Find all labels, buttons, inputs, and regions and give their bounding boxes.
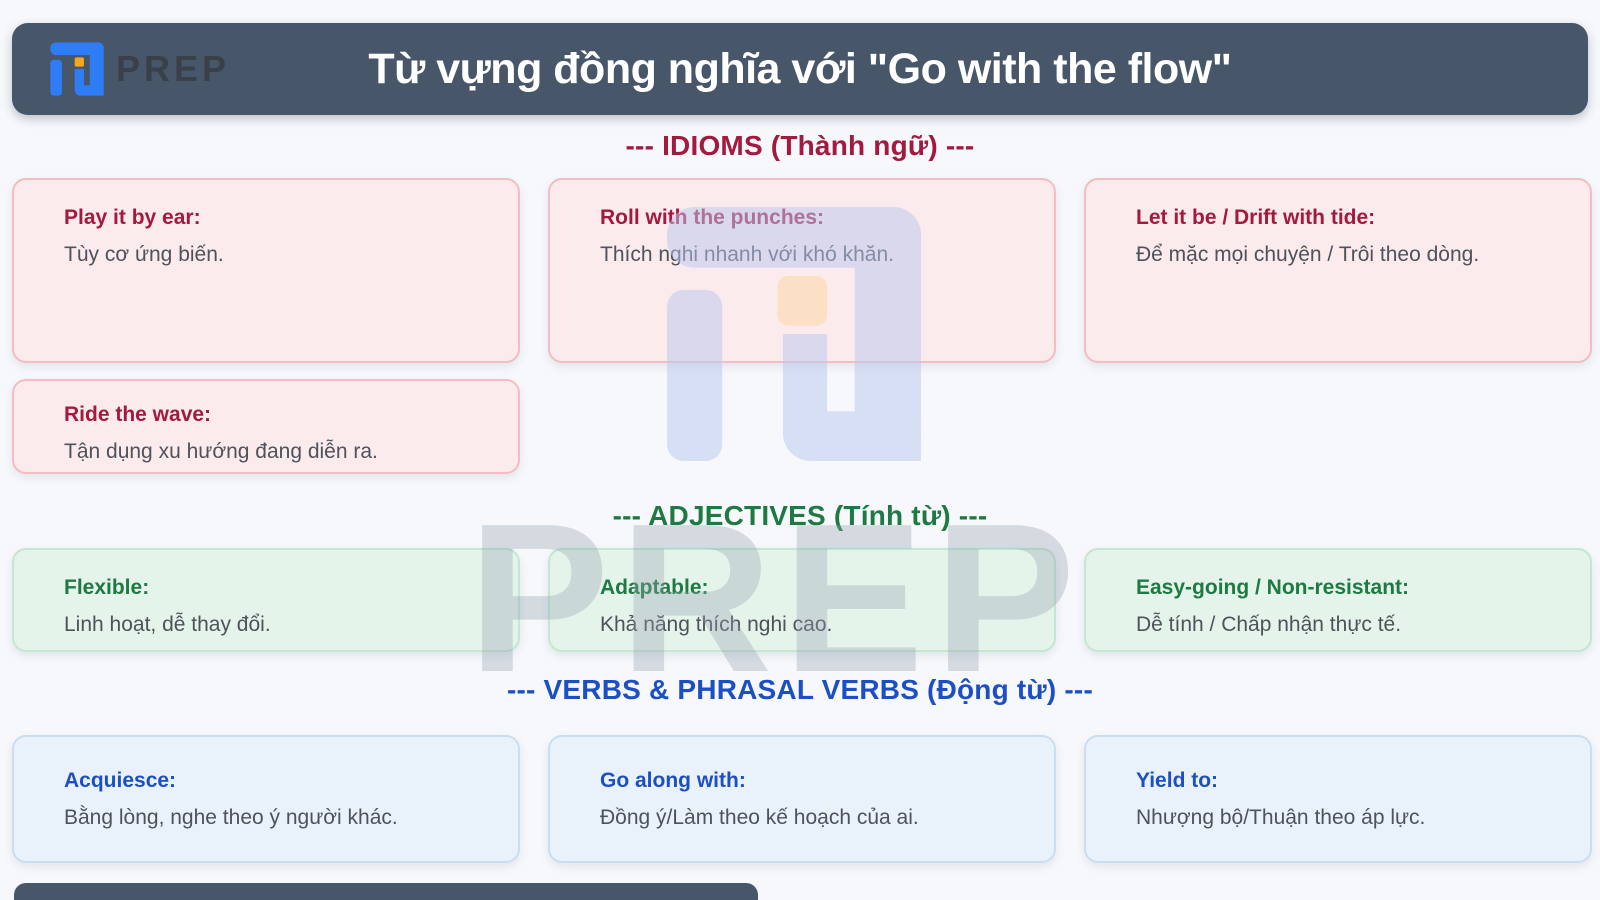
card-term: Roll with the punches: (600, 206, 824, 229)
card-play-it-by-ear: Play it by ear: Tùy cơ ứng biến. (12, 178, 520, 363)
card-definition: Để mặc mọi chuyện / Trôi theo dòng. (1136, 243, 1480, 267)
card-definition: Đồng ý/Làm theo kế hoạch của ai. (600, 806, 919, 830)
card-term: Go along with: (600, 769, 746, 792)
section-heading-adjectives: --- ADJECTIVES (Tính từ) --- (612, 500, 988, 531)
card-term: Play it by ear: (64, 206, 201, 229)
page-title: Từ vựng đồng nghĩa với "Go with the flow… (368, 44, 1232, 93)
card-easy-going-non-resistant: Easy-going / Non-resistant: Dễ tính / Ch… (1084, 548, 1592, 652)
card-term: Adaptable: (600, 576, 709, 599)
card-definition: Khả năng thích nghi cao. (600, 613, 833, 637)
card-definition: Tùy cơ ứng biến. (64, 243, 224, 267)
card-go-along-with: Go along with: Đồng ý/Làm theo kế hoạch … (548, 735, 1056, 863)
card-term: Easy-going / Non-resistant: (1136, 576, 1410, 599)
card-ride-the-wave: Ride the wave: Tận dụng xu hướng đang di… (12, 379, 520, 474)
brand-logo: PREP (48, 40, 230, 98)
card-definition: Linh hoạt, dễ thay đổi. (64, 613, 271, 637)
card-definition: Dễ tính / Chấp nhận thực tế. (1136, 613, 1402, 637)
partial-next-header-bar (14, 883, 758, 900)
card-acquiesce: Acquiesce: Bằng lòng, nghe theo ý người … (12, 735, 520, 863)
card-definition: Tận dụng xu hướng đang diễn ra. (64, 440, 378, 464)
card-yield-to: Yield to: Nhượng bộ/Thuận theo áp lực. (1084, 735, 1592, 863)
header-bar: PREP Từ vựng đồng nghĩa với "Go with the… (12, 23, 1588, 115)
section-heading-idioms: --- IDIOMS (Thành ngữ) --- (625, 130, 975, 161)
card-flexible: Flexible: Linh hoạt, dễ thay đổi. (12, 548, 520, 652)
prep-logo-icon (50, 42, 104, 96)
card-term: Flexible: (64, 576, 150, 599)
card-adaptable: Adaptable: Khả năng thích nghi cao. (548, 548, 1056, 652)
card-definition: Nhượng bộ/Thuận theo áp lực. (1136, 806, 1426, 830)
card-term: Ride the wave: (64, 403, 212, 426)
card-definition: Bằng lòng, nghe theo ý người khác. (64, 806, 398, 830)
section-heading-verbs: --- VERBS & PHRASAL VERBS (Động từ) --- (507, 674, 1093, 705)
card-term: Let it be / Drift with tide: (1136, 206, 1376, 229)
card-term: Acquiesce: (64, 769, 177, 792)
card-roll-with-the-punches: Roll with the punches: Thích nghi nhanh … (548, 178, 1056, 363)
card-let-it-be-drift-with-tide: Let it be / Drift with tide: Để mặc mọi … (1084, 178, 1592, 363)
brand-wordmark: PREP (116, 48, 231, 89)
card-term: Yield to: (1136, 769, 1219, 792)
card-definition: Thích nghi nhanh với khó khăn. (600, 243, 894, 267)
